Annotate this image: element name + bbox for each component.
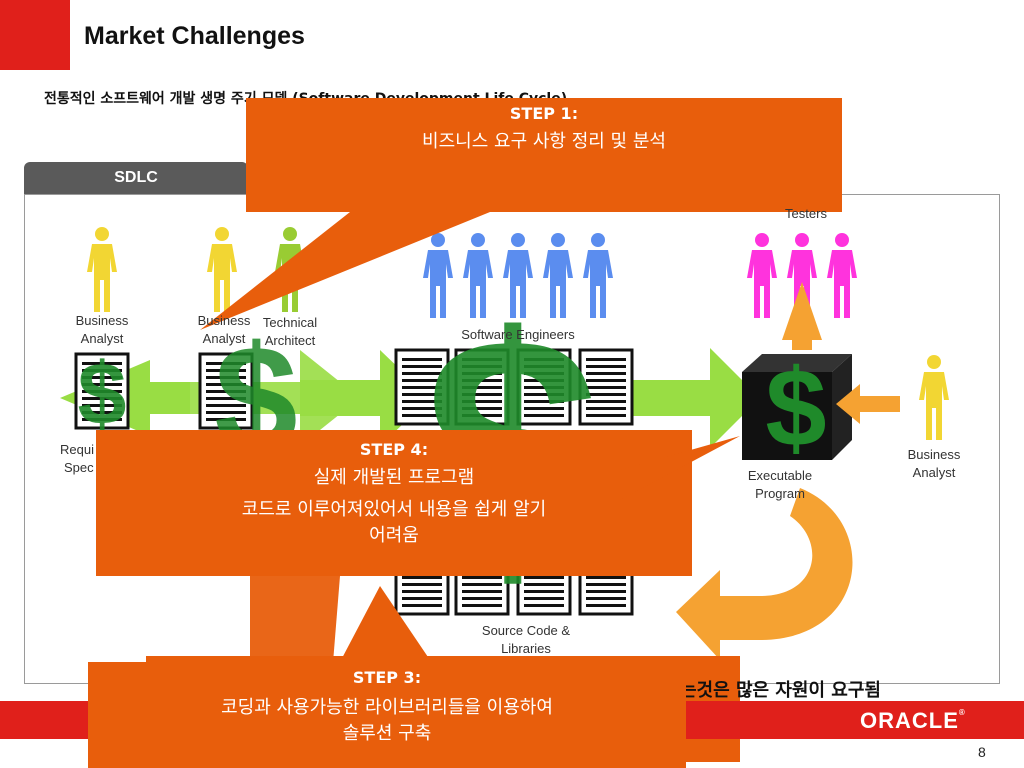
- step4-line1: 실제 개발된 프로그램: [313, 467, 475, 488]
- oracle-logo: ORACLE®: [860, 708, 966, 733]
- step4-line2: 코드로 이루어져있어서 내용을 쉽게 알기: [241, 499, 547, 520]
- sdlc-tab: SDLC: [24, 162, 248, 194]
- step1-body: 비즈니스 요구 사항 정리 및 분석: [422, 131, 666, 152]
- brand-red-tab: [0, 0, 70, 70]
- svg-text:$: $: [78, 344, 127, 443]
- step3-line1: 코딩과 사용가능한 라이브러리들을 이용하여: [221, 697, 553, 718]
- page-number: 8: [978, 744, 986, 760]
- software-engineers-label: Software Engineers: [461, 327, 575, 342]
- feedback-arrows: [676, 282, 900, 660]
- step3-callout: STEP 3: 코딩과 사용가능한 라이브러리들을 이용하여 솔루션 구축: [88, 668, 686, 747]
- step4-line3: 어려움: [369, 525, 419, 546]
- slide-title: Market Challenges: [84, 22, 305, 50]
- step3-title: STEP 3:: [352, 668, 422, 687]
- executable-cube-icon: $: [742, 347, 852, 470]
- step1-title: STEP 1:: [509, 104, 579, 123]
- step1-callout: STEP 1: 비즈니스 요구 사항 정리 및 분석: [246, 104, 842, 155]
- step3-line2: 솔루션 구축: [342, 723, 432, 744]
- svg-text:$: $: [765, 347, 826, 470]
- business-analyst-2-figure: [207, 227, 237, 312]
- step4-title: STEP 4:: [359, 440, 429, 459]
- step3-callout-box: [88, 662, 686, 768]
- business-analyst-3-figure: [919, 355, 949, 440]
- step4-callout: STEP 4: 실제 개발된 프로그램 코드로 이루어져있어서 내용을 쉽게 알…: [96, 440, 692, 549]
- source-code-label: Source Code &Libraries: [481, 623, 571, 656]
- testers-label: Testers: [785, 206, 827, 221]
- resource-requirement-text: 는것은 많은 자원이 요구됨: [680, 680, 881, 701]
- business-analyst-1-figure: [87, 227, 117, 312]
